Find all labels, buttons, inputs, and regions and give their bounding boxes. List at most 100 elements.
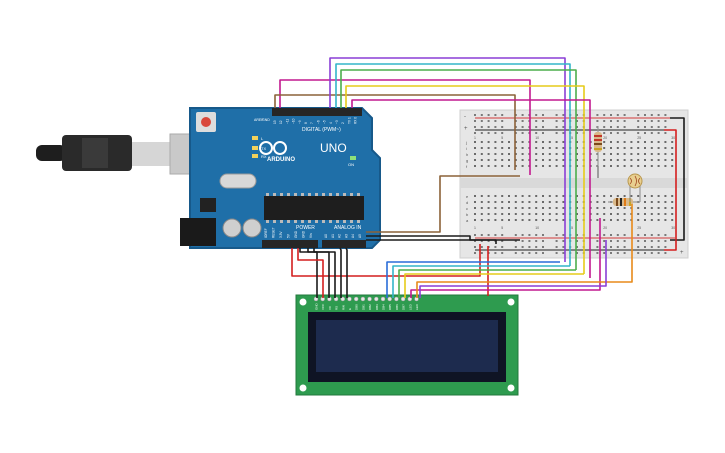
breadboard-hole — [521, 201, 524, 203]
breadboard-hole — [644, 207, 646, 209]
breadboard-hole — [487, 195, 490, 197]
breadboard-hole — [528, 240, 531, 242]
breadboard-hole — [596, 252, 599, 254]
breadboard-hole — [610, 147, 612, 149]
wire-black-rail[interactable] — [670, 117, 685, 241]
resistor-220[interactable] — [594, 126, 602, 166]
breadboard-hole — [508, 195, 510, 197]
wire-black-lcd-db[interactable] — [345, 247, 348, 298]
breadboard-hole — [610, 246, 612, 248]
arduino-uno-board[interactable]: L TX RX ARDUINO UNO ON DIGITAL (PWM~) AR… — [180, 107, 381, 249]
wire-purple-lcd[interactable] — [419, 240, 607, 298]
photoresistor[interactable] — [627, 173, 643, 202]
breadboard-hole — [542, 252, 544, 254]
breadboard-hole — [487, 234, 490, 236]
wire-orange-lcd[interactable] — [416, 204, 633, 298]
lcd-pin-label: DB2 — [368, 304, 372, 310]
breadboard-hole — [514, 207, 517, 209]
breadboard-hole — [480, 252, 483, 254]
breadboard-hole — [623, 126, 626, 128]
breadboard-hole — [623, 141, 626, 143]
breadboard-hole — [671, 159, 674, 161]
breadboard-hole — [535, 114, 538, 116]
breadboard-hole — [616, 141, 619, 143]
wire-black-lcd-v0[interactable] — [307, 248, 330, 298]
breadboard-hole — [501, 153, 504, 155]
breadboard-hole — [555, 195, 558, 197]
usb-cable[interactable] — [36, 133, 213, 175]
breadboard-hole — [630, 159, 633, 161]
mount-hole — [299, 298, 307, 306]
chip-pin — [322, 193, 325, 196]
wire-cyan-top[interactable] — [335, 63, 571, 266]
breadboard-hole — [562, 159, 565, 161]
breadboard-hole — [474, 213, 476, 215]
wire-cyan-lcd[interactable] — [392, 265, 570, 298]
wire-brown-top[interactable] — [274, 94, 516, 170]
breadboard-hole — [528, 252, 531, 254]
wire-brown-analog[interactable] — [366, 175, 520, 233]
wire-red-lcd-vcc[interactable] — [297, 248, 324, 298]
wire-magenta-top[interactable] — [279, 79, 531, 175]
breadboard-hole — [521, 207, 524, 209]
wire-magenta-top-2[interactable] — [351, 99, 591, 278]
breadboard-hole — [657, 147, 660, 149]
breadboard-hole — [576, 120, 578, 122]
breadboard-hole — [650, 153, 653, 155]
breadboard-hole — [474, 114, 476, 116]
breadboard-hole — [542, 141, 544, 143]
breadboard-hole — [528, 219, 531, 221]
breadboard-hole — [555, 126, 558, 128]
chip-pin — [294, 193, 297, 196]
power-header — [262, 240, 318, 248]
breadboard-hole — [603, 132, 606, 134]
breadboard-hole — [501, 234, 504, 236]
breadboard-hole — [542, 234, 544, 236]
led-rx — [252, 154, 258, 158]
breadboard-hole — [623, 153, 626, 155]
breadboard-row-letter: h — [466, 152, 468, 157]
wire-green-top[interactable] — [340, 69, 577, 270]
breadboard[interactable]: - + - + jihgfedcba1155101015152020252530… — [459, 109, 689, 259]
breadboard-hole — [514, 195, 517, 197]
breadboard-hole — [603, 141, 606, 143]
wire-yellow-lcd[interactable] — [404, 273, 584, 298]
breadboard-hole — [576, 234, 578, 236]
wire-yellow-top[interactable] — [345, 85, 585, 274]
breadboard-hole — [603, 114, 606, 116]
breadboard-hole — [535, 195, 538, 197]
breadboard-hole — [644, 252, 646, 254]
breadboard-col-number: 15 — [569, 136, 573, 140]
wire-black-gnd-2[interactable] — [366, 239, 497, 244]
reset-button-cap — [201, 117, 211, 127]
chip-pin — [357, 193, 360, 196]
breadboard-hole — [562, 120, 565, 122]
digital-pin-label: 4 — [329, 122, 333, 124]
breadboard-hole — [603, 201, 606, 203]
breadboard-hole — [480, 114, 483, 116]
wire-purple-top[interactable] — [329, 57, 566, 262]
breadboard-hole — [657, 201, 660, 203]
wire-black-lcd-e[interactable] — [339, 247, 342, 298]
breadboard-hole — [480, 234, 483, 236]
wire-red-5v[interactable] — [291, 244, 481, 277]
breadboard-hole — [616, 114, 619, 116]
chip-pin — [315, 220, 318, 223]
wire-red-rail[interactable] — [664, 129, 677, 251]
breadboard-hole — [494, 147, 497, 149]
breadboard-hole — [514, 219, 517, 221]
wire-blue-lcd[interactable] — [386, 261, 560, 298]
breadboard-hole — [521, 147, 524, 149]
breadboard-hole — [637, 114, 640, 116]
wire-magenta-lcd[interactable] — [410, 218, 601, 298]
breadboard-hole — [474, 141, 476, 143]
breadboard-hole — [508, 213, 510, 215]
breadboard-hole — [664, 114, 667, 116]
breadboard-hole — [480, 207, 483, 209]
lcd-pin-label: GND — [315, 303, 319, 311]
wire-green-lcd[interactable] — [398, 269, 576, 298]
breadboard-hole — [542, 207, 544, 209]
breadboard-hole — [623, 219, 626, 221]
breadboard-row-letter: b — [466, 212, 469, 217]
